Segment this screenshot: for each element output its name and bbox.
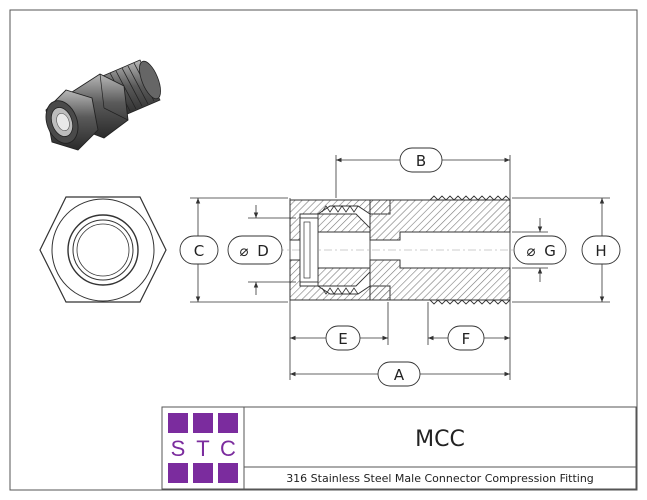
title-block: S T C MCC 316 Stainless Steel Male Conne…: [161, 406, 637, 490]
dim-label-g: G: [544, 242, 556, 260]
company-logo: S T C: [168, 413, 238, 483]
dim-callout-h: H: [581, 235, 621, 265]
dim-callout-f: F: [447, 325, 485, 351]
dimension-lines: [190, 155, 610, 380]
logo-letter-s: S: [171, 436, 186, 461]
dim-label-f: F: [462, 330, 471, 348]
part-description: 316 Stainless Steel Male Connector Compr…: [286, 472, 594, 485]
section-view: [276, 195, 520, 305]
hex-end-view: [39, 196, 167, 303]
dim-callout-b: B: [399, 147, 443, 173]
dim-callout-g: ⌀ G: [513, 235, 567, 265]
dim-label-a: A: [394, 366, 405, 384]
dim-callout-d: ⌀ D: [227, 235, 283, 265]
diameter-symbol-d: ⌀: [239, 242, 248, 260]
dim-callout-e: E: [325, 325, 361, 351]
dim-label-c: C: [194, 242, 204, 260]
part-code: MCC: [415, 427, 465, 452]
logo-letter-c: C: [220, 436, 236, 461]
dim-callout-c: C: [179, 235, 219, 265]
dim-callout-a: A: [377, 361, 421, 387]
dim-label-b: B: [416, 152, 426, 170]
drawing-border: [9, 9, 638, 491]
dim-label-d: D: [257, 242, 269, 260]
isometric-view: [45, 59, 161, 151]
dim-label-h: H: [595, 242, 606, 260]
diameter-symbol-g: ⌀: [526, 242, 535, 260]
logo-letter-t: T: [196, 436, 209, 461]
dim-label-e: E: [338, 330, 347, 348]
